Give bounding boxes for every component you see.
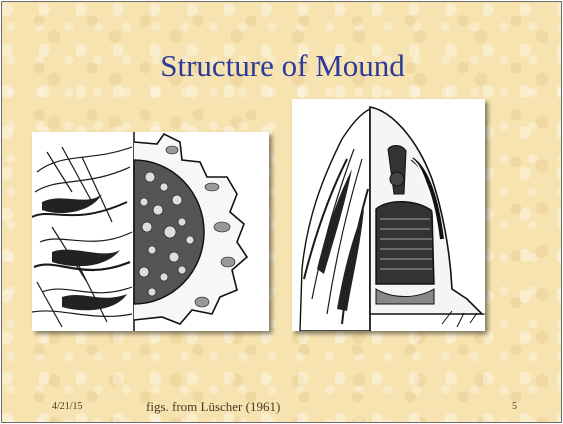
page-number: 5 xyxy=(512,401,517,412)
mound-top-view-illustration xyxy=(32,132,269,331)
figure-credit: figs. from Lüscher (1961) xyxy=(146,399,280,415)
footer-date: 4/21/15 xyxy=(52,401,83,412)
mound-cross-section-illustration xyxy=(292,99,485,331)
slide-title: Structure of Mound xyxy=(2,48,562,84)
